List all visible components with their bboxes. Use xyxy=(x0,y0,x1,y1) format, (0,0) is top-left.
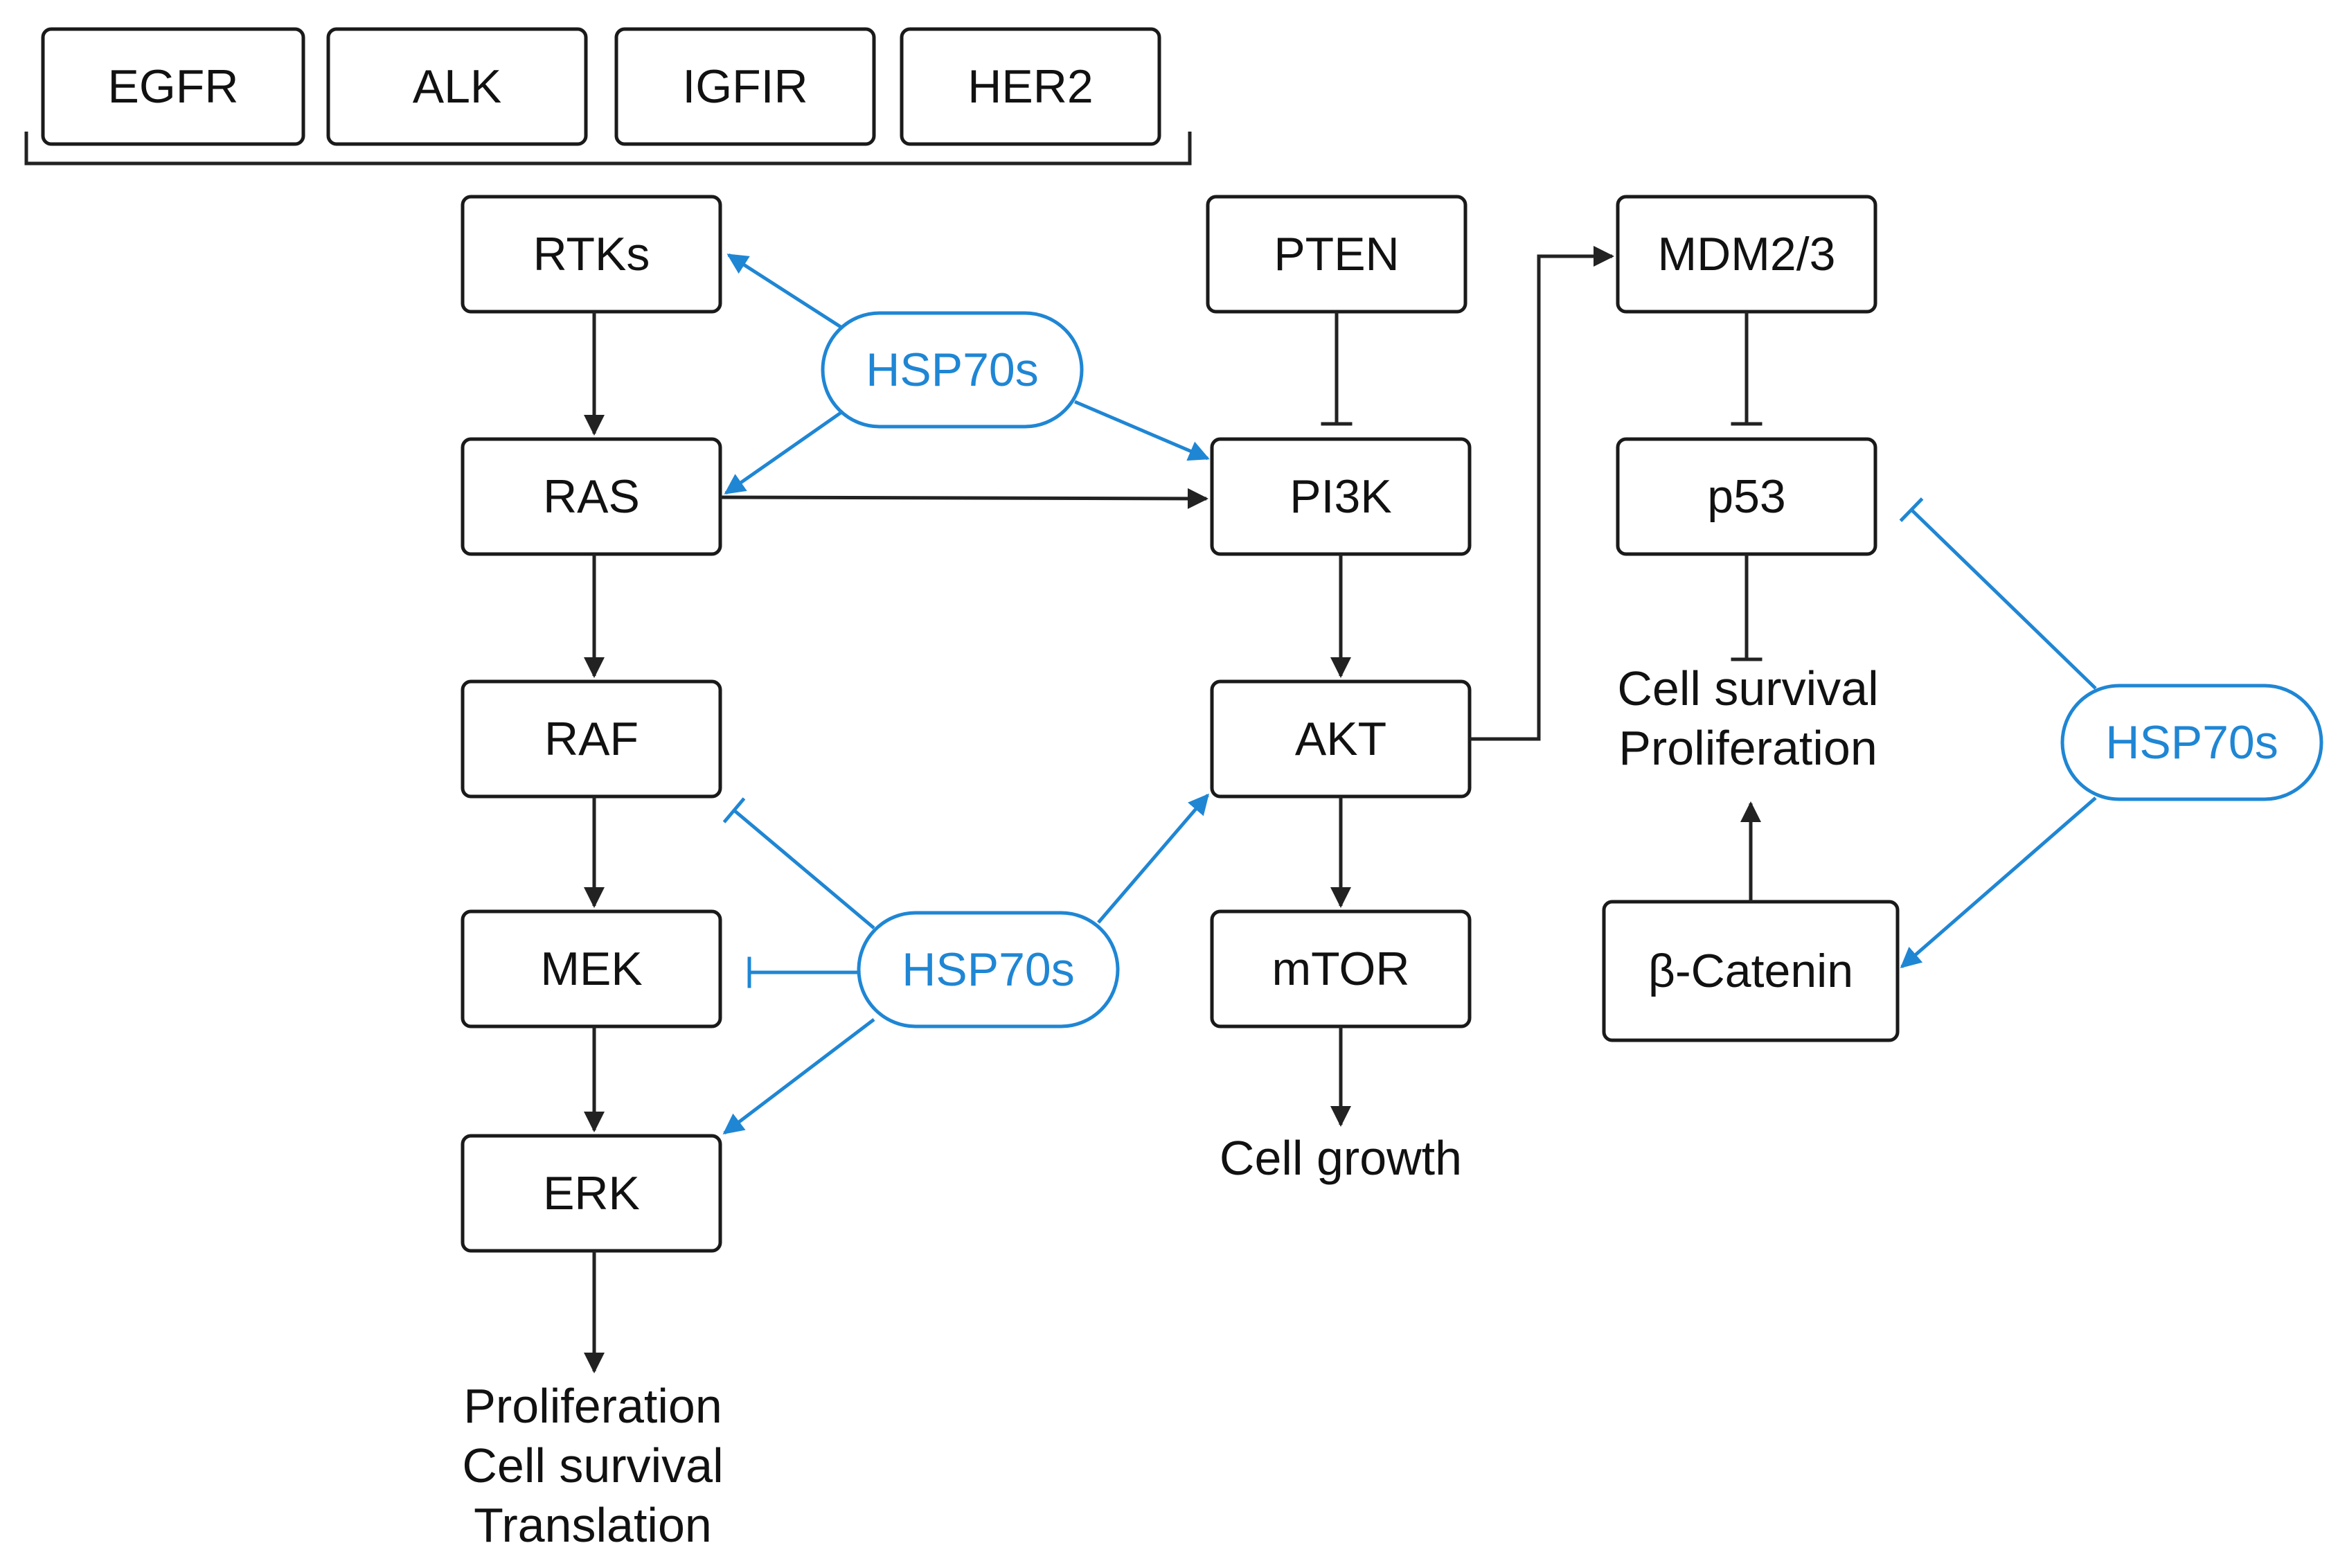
hsp70-right-to-catenin xyxy=(1900,796,2097,968)
node-akt: AKT xyxy=(1210,679,1472,799)
mtor-outcome: Cell growth xyxy=(1220,1131,1462,1185)
receptor-igfir: IGFIR xyxy=(614,27,876,146)
hsp70-middle-to-akt xyxy=(1097,793,1209,924)
hsp70-right-inhibit-p53 xyxy=(1899,497,2097,690)
p53-outcome-1: Cell survival xyxy=(1617,661,1878,715)
receptor-egfr-label: EGFR xyxy=(108,60,239,113)
hsp70-top-to-pi3k xyxy=(1074,400,1210,461)
node-catenin: β-Catenin xyxy=(1602,900,1900,1042)
hsp70-middle-to-erk xyxy=(722,1018,875,1134)
node-akt-label: AKT xyxy=(1295,713,1386,765)
node-mdm: MDM2/3 xyxy=(1616,195,1877,314)
node-ras: RAS xyxy=(461,437,722,556)
node-pten-label: PTEN xyxy=(1274,228,1399,280)
hsp70-top-to-ras xyxy=(724,411,842,495)
receptor-egfr: EGFR xyxy=(41,27,305,146)
node-erk: ERK xyxy=(461,1134,722,1253)
node-mtor: mTOR xyxy=(1210,909,1472,1028)
arrow-ras-pi3k xyxy=(720,488,1208,509)
node-mtor-label: mTOR xyxy=(1272,943,1410,995)
receptor-her2-label: HER2 xyxy=(967,60,1093,113)
node-mek: MEK xyxy=(461,909,722,1028)
node-p53: p53 xyxy=(1616,437,1877,556)
hsp70-middle-label: HSP70s xyxy=(902,943,1074,996)
node-pi3k-label: PI3K xyxy=(1290,470,1391,523)
hsp70-right: HSP70s xyxy=(2060,684,2323,801)
node-p53-label: p53 xyxy=(1707,470,1785,523)
node-catenin-label: β-Catenin xyxy=(1648,945,1853,997)
hsp70-top-to-rtks xyxy=(726,253,842,329)
hsp70-middle-inhibit-raf xyxy=(722,797,875,929)
p53-outcome-2: Proliferation xyxy=(1618,721,1877,775)
node-ras-label: RAS xyxy=(543,470,640,523)
node-raf-label: RAF xyxy=(544,713,639,765)
receptor-her2: HER2 xyxy=(900,27,1161,146)
erk-outcome-3: Translation xyxy=(474,1498,712,1552)
node-rtks: RTKs xyxy=(461,195,722,314)
receptor-alk-label: ALK xyxy=(413,60,502,113)
erk-outcome-2: Cell survival xyxy=(462,1438,723,1493)
node-pten: PTEN xyxy=(1206,195,1467,314)
receptor-alk: ALK xyxy=(326,27,588,146)
arrow-akt-mdm xyxy=(1470,246,1614,741)
receptor-bracket xyxy=(24,132,1192,166)
hsp70-middle: HSP70s xyxy=(857,911,1120,1028)
node-mdm-label: MDM2/3 xyxy=(1658,228,1836,280)
node-mek-label: MEK xyxy=(540,943,642,995)
node-rtks-label: RTKs xyxy=(533,228,650,280)
hsp70-right-label: HSP70s xyxy=(2105,716,2278,769)
hsp70-top: HSP70s xyxy=(821,311,1084,429)
erk-outcome-1: Proliferation xyxy=(463,1379,722,1433)
receptor-igfir-label: IGFIR xyxy=(682,60,807,113)
node-raf: RAF xyxy=(461,679,722,799)
node-pi3k: PI3K xyxy=(1210,437,1472,556)
hsp70-top-label: HSP70s xyxy=(866,344,1038,396)
node-erk-label: ERK xyxy=(543,1167,640,1220)
